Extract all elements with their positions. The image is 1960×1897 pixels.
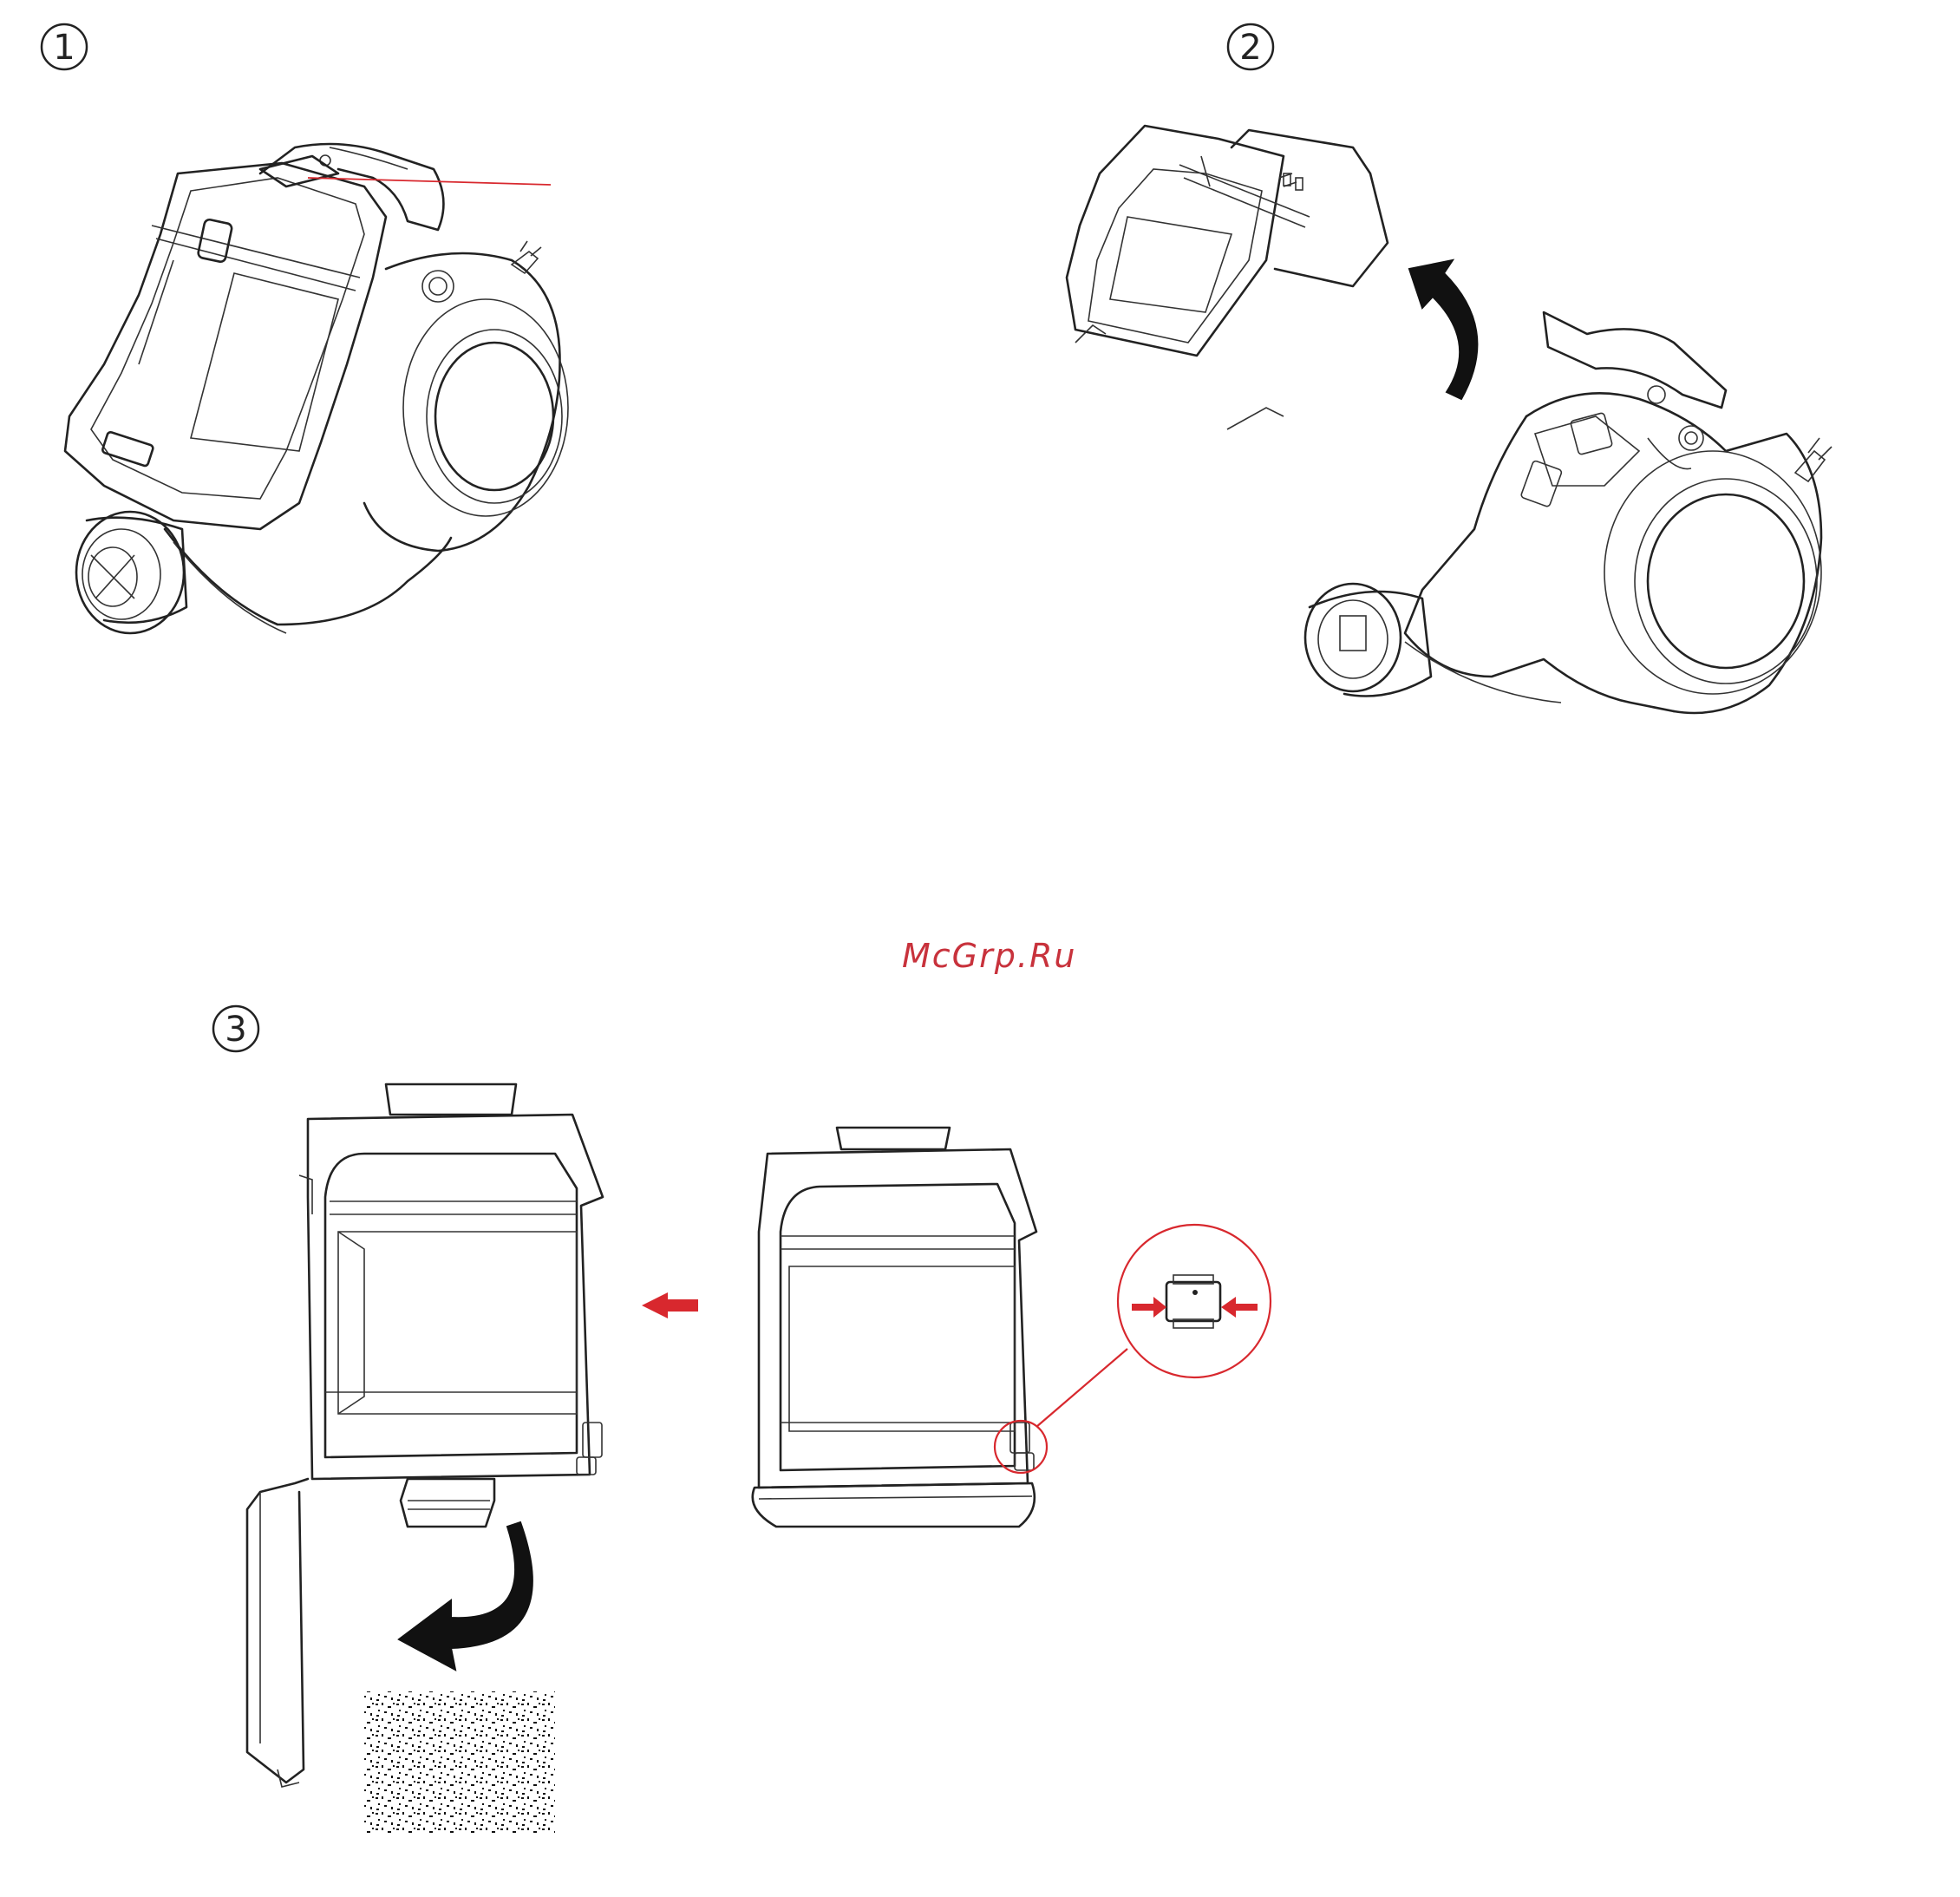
- press-arrow-right-icon: [1221, 1297, 1258, 1318]
- callout-small-circle: [995, 1421, 1047, 1473]
- remove-arrow-icon: [642, 1292, 698, 1318]
- callout-detail-circle: [1118, 1225, 1271, 1377]
- rotate-arrow-icon: [1409, 260, 1477, 399]
- press-arrow-left-icon: [1132, 1297, 1166, 1318]
- empty-arrow-icon: [399, 1522, 532, 1670]
- dust-debris-icon: [364, 1691, 555, 1835]
- container-lifted-illustration: [1067, 126, 1832, 713]
- container-open-illustration: [247, 1084, 603, 1835]
- container-closed-illustration: [753, 1128, 1271, 1527]
- release-clip-detail-icon: [1166, 1275, 1220, 1328]
- vacuum-assembled-illustration: [65, 144, 568, 633]
